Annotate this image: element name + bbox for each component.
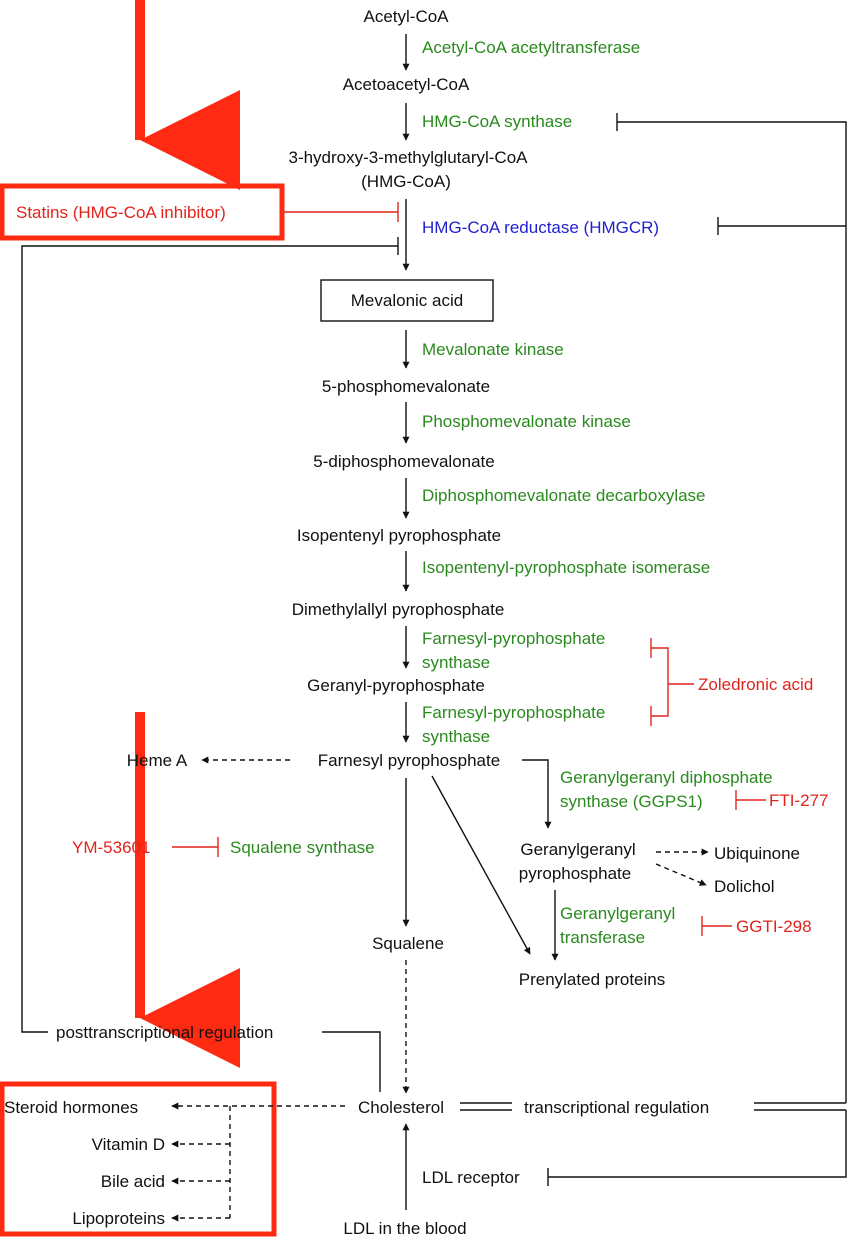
enzyme-phosphomevalonate-kinase: Phosphomevalonate kinase (422, 412, 631, 431)
inhibitor-fti-277: FTI-277 (769, 791, 829, 810)
label-dimethylallyl-pp: Dimethylallyl pyrophosphate (292, 600, 505, 619)
enzyme-squalene-synthase: Squalene synthase (230, 838, 375, 857)
label-squalene: Squalene (372, 934, 444, 953)
feedback-to-hmg-synthase (617, 121, 847, 1103)
label-ldl-in-blood: LDL in the blood (343, 1219, 466, 1238)
label-mevalonic-acid: Mevalonic acid (351, 291, 463, 310)
zoledronic-bracket (651, 647, 669, 717)
label-ggpp-line2: pyrophosphate (519, 864, 631, 883)
enzyme-mevalonate-kinase: Mevalonate kinase (422, 340, 564, 359)
label-bile-acid: Bile acid (101, 1172, 165, 1191)
arrow-fpp-to-ggpp (522, 759, 552, 829)
enzyme-ggps1-line2: synthase (GGPS1) (560, 792, 703, 811)
label-lipoproteins: Lipoproteins (72, 1209, 165, 1228)
inhibitor-ym-53601: YM-53601 (72, 838, 150, 857)
enzyme-fpps2-line2: synthase (422, 727, 490, 746)
enzyme-fpps2-line1: Farnesyl-pyrophosphate (422, 703, 605, 722)
enzyme-ggps1-line1: Geranylgeranyl diphosphate (560, 768, 773, 787)
feedback-to-ldl-receptor (548, 1110, 847, 1178)
label-steroid-hormones: Steroid hormones (4, 1098, 138, 1117)
inhibitor-zoledronic-acid: Zoledronic acid (698, 675, 813, 694)
label-hmg-coa-line2: (HMG-CoA) (361, 172, 451, 191)
label-prenylated-proteins: Prenylated proteins (519, 970, 665, 989)
enzyme-ggt-line1: Geranylgeranyl (560, 904, 675, 923)
products-highlight-box (0, 1081, 277, 1237)
label-ggpp-line1: Geranylgeranyl (520, 840, 635, 859)
arrow-ggpp-to-dolichol (655, 863, 707, 886)
enzyme-diphosphomevalonate-decarboxylase: Diphosphomevalonate decarboxylase (422, 486, 706, 505)
label-heme-a: Heme A (127, 751, 188, 770)
enzyme-hmg-coa-reductase: HMG-CoA reductase (HMGCR) (422, 218, 659, 237)
enzyme-hmg-coa-synthase: HMG-CoA synthase (422, 112, 572, 131)
label-vitamin-d: Vitamin D (92, 1135, 165, 1154)
label-farnesyl-pp: Farnesyl pyrophosphate (318, 751, 500, 770)
label-acetyl-coa: Acetyl-CoA (363, 7, 449, 26)
label-ldl-receptor: LDL receptor (422, 1168, 520, 1187)
label-dolichol: Dolichol (714, 877, 774, 896)
enzyme-fpps1-line1: Farnesyl-pyrophosphate (422, 629, 605, 648)
label-ubiquinone: Ubiquinone (714, 844, 800, 863)
label-acetoacetyl-coa: Acetoacetyl-CoA (343, 75, 470, 94)
enzyme-ggt-line2: transferase (560, 928, 645, 947)
label-transcriptional: transcriptional regulation (524, 1098, 709, 1117)
arrow-fpp-to-prenylated (431, 775, 531, 955)
label-cholesterol: Cholesterol (358, 1098, 444, 1117)
inhibitor-ggti-298: GGTI-298 (736, 917, 812, 936)
posttranscriptional-loop (21, 245, 398, 1033)
label-isopentenyl-pp: Isopentenyl pyrophosphate (297, 526, 501, 545)
label-hmg-coa-line1: 3-hydroxy-3-methylglutaryl-CoA (288, 148, 528, 167)
label-posttranscriptional: posttranscriptional regulation (56, 1023, 273, 1042)
inhibitor-statins: Statins (HMG-CoA inhibitor) (16, 203, 226, 222)
enzyme-ipp-isomerase: Isopentenyl-pyrophosphate isomerase (422, 558, 710, 577)
label-5-phosphomevalonate: 5-phosphomevalonate (322, 377, 490, 396)
mevalonic-acid-box (320, 279, 494, 322)
enzyme-fpps1-line2: synthase (422, 653, 490, 672)
posttranscriptional-line (322, 1031, 381, 1092)
enzyme-acetyl-coa-acetyltransferase: Acetyl-CoA acetyltransferase (422, 38, 640, 57)
label-geranyl-pp: Geranyl-pyrophosphate (307, 676, 485, 695)
label-5-diphosphomevalonate: 5-diphosphomevalonate (313, 452, 494, 471)
